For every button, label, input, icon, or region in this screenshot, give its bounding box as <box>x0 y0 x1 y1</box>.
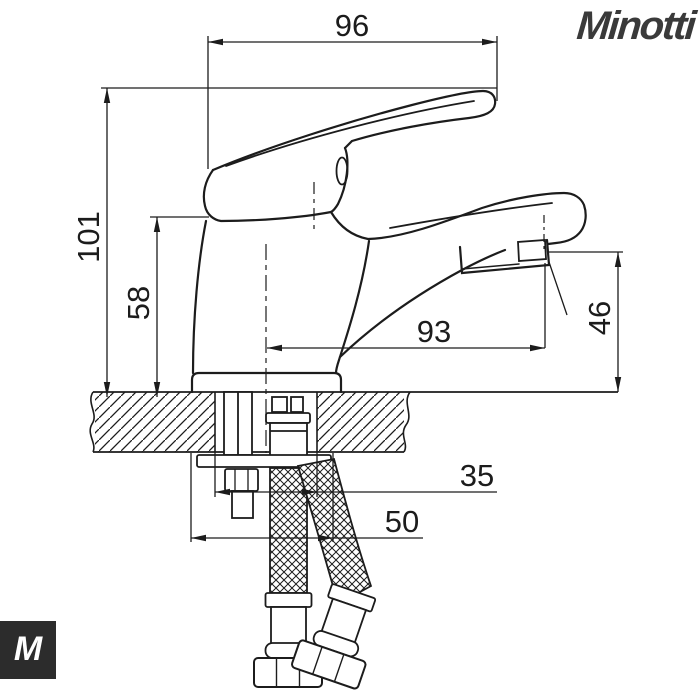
stud-nut <box>224 468 259 492</box>
counter-break-left <box>89 391 95 453</box>
dim-58-lines <box>150 216 209 397</box>
dim-46-lines <box>548 251 623 392</box>
counter-break-right <box>402 391 411 453</box>
stud-nut-facets <box>234 469 249 491</box>
dimension-50: 50 <box>190 453 423 542</box>
dim-label-93: 93 <box>417 314 451 349</box>
dimension-35: 35 <box>214 452 497 497</box>
faucet-outline <box>190 89 587 394</box>
dim-101-arrow-top <box>103 88 111 103</box>
hose-nut-2-facets <box>312 646 345 682</box>
brand-badge-letter: M <box>13 629 43 668</box>
dim-50-lines <box>190 453 423 542</box>
dim-96-arrow-left <box>208 38 223 46</box>
hose-ferrule <box>264 592 313 608</box>
handle-cap-right <box>329 146 349 214</box>
dim-label-58: 58 <box>121 286 156 320</box>
dimension-58: 58 <box>121 216 209 397</box>
dim-46-arrow-bottom <box>614 377 622 392</box>
supply-hose-vertical <box>253 467 323 688</box>
dimension-93: 93 <box>267 263 546 352</box>
dim-50-arrow-left <box>191 534 206 542</box>
dimension-101: 101 <box>71 87 497 397</box>
dimension-46: 46 <box>548 251 623 392</box>
dim-35-lines <box>214 452 497 497</box>
dim-label-35: 35 <box>460 458 494 493</box>
hose-port-right <box>290 396 304 413</box>
body-left-edge <box>191 219 208 375</box>
aerator-outlet <box>517 239 547 262</box>
hose-braid-diagonal <box>296 457 373 606</box>
dim-96-arrow-right <box>482 38 497 46</box>
supply-hose-diagonal <box>291 457 377 690</box>
dim-93-arrow-right <box>530 344 545 352</box>
dim-50-arrow-right <box>318 534 333 542</box>
brand-logo: Minotti <box>575 4 696 48</box>
body-right-edge <box>334 239 371 375</box>
hose-braid-vertical <box>269 467 308 594</box>
handle-lever-accent <box>225 100 475 167</box>
hose-end-diagonal <box>291 583 377 690</box>
hose-port-left <box>271 396 288 413</box>
dim-58-arrow-top <box>153 217 161 232</box>
dim-93-arrow-left <box>267 344 282 352</box>
mounting-hole-walls <box>214 392 318 452</box>
spout-top-edge <box>329 191 587 246</box>
mounting-hardware <box>223 391 311 457</box>
countertop-section <box>89 391 618 453</box>
spout-accent <box>389 202 553 229</box>
aerator-inner-line <box>461 263 520 270</box>
dim-label-96: 96 <box>335 8 369 43</box>
dim-93-lines <box>267 263 546 349</box>
dim-35-arrow-left <box>215 488 230 496</box>
counter-hatch-left <box>95 392 215 452</box>
stud-end <box>231 490 254 519</box>
handle-lever <box>211 89 497 172</box>
counter-hatch-right <box>317 392 404 452</box>
hose-fitting-body <box>270 606 307 646</box>
dim-58-arrow-bottom <box>153 382 161 397</box>
dim-46-arrow-top <box>614 252 622 267</box>
under-counter-assembly <box>196 454 332 519</box>
brand-badge: M <box>0 621 56 679</box>
hose-collar <box>265 412 311 424</box>
hose-crimp <box>269 422 308 457</box>
handle-cap <box>202 168 333 223</box>
dim-101-lines <box>101 87 497 397</box>
dim-label-101: 101 <box>71 211 106 263</box>
dim-label-46: 46 <box>582 301 617 335</box>
dimension-96: 96 <box>207 8 498 169</box>
hose-nut-2 <box>291 639 367 690</box>
dim-35-arrow-right <box>302 488 317 496</box>
centerlines <box>265 182 545 453</box>
dim-96-lines <box>207 36 498 169</box>
spout-underside <box>338 248 507 359</box>
dim-101-arrow-bottom <box>103 382 111 397</box>
dim-label-50: 50 <box>385 504 419 539</box>
handle-boss <box>335 156 349 186</box>
